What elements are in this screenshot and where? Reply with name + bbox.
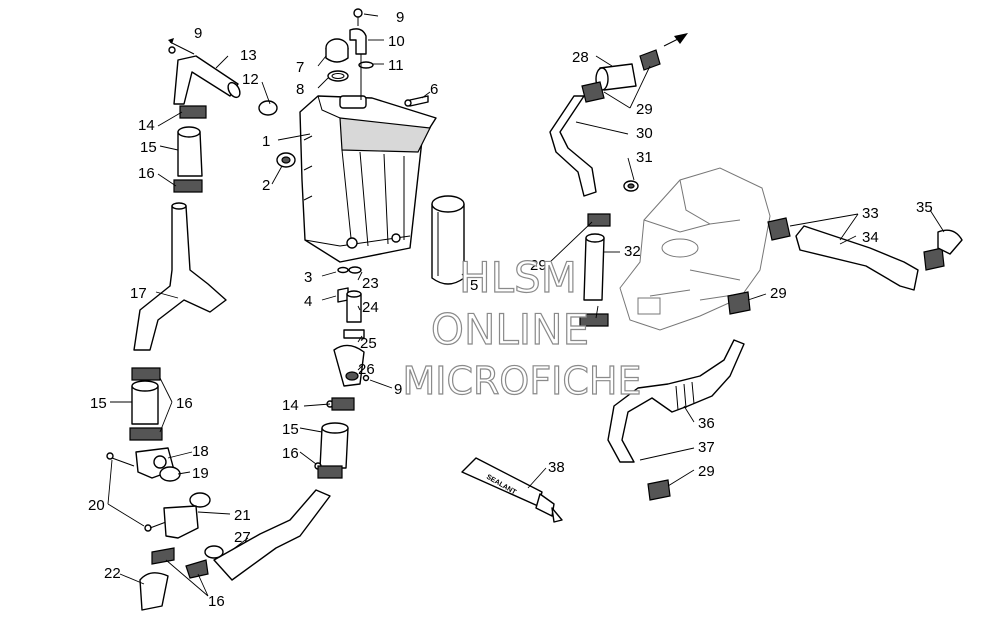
hose-part-30 — [549, 95, 597, 197]
sealant-tube-part-38: SEALANT — [461, 457, 563, 523]
clamp-hose-clamp-parts-14-15-16 — [173, 105, 207, 193]
callout-37: 37 — [698, 439, 715, 456]
callout-15: 15 — [282, 421, 299, 438]
callout-32: 32 — [624, 243, 641, 260]
screw-part-6 — [404, 95, 429, 107]
callout-34: 34 — [862, 229, 879, 246]
clamp-part-29-lower — [647, 479, 671, 501]
hose-part-32-and-clamps-29 — [579, 213, 611, 327]
oil-reservoir-tank — [299, 95, 437, 263]
airbox-housing-reference — [619, 167, 771, 331]
callout-19: 19 — [192, 465, 209, 482]
callout-31: 31 — [636, 149, 653, 166]
callout-9: 9 — [396, 9, 404, 26]
callout-12: 12 — [242, 71, 259, 88]
callout-24: 24 — [362, 299, 379, 316]
watermark-line-1: HLSM — [459, 253, 577, 302]
watermark-line-2: ONLINE — [431, 305, 589, 354]
callout-9: 9 — [394, 381, 402, 398]
callout-16: 16 — [138, 165, 155, 182]
callout-35: 35 — [916, 199, 933, 216]
flow-arrows — [168, 33, 688, 55]
hose-part-33-34-with-clamp — [767, 217, 963, 291]
callout-numbers: 9 9 10 11 7 8 13 12 6 14 15 16 1 2 28 29… — [88, 9, 933, 610]
filler-cap-part-7 — [325, 38, 349, 82]
callout-16: 16 — [282, 445, 299, 462]
grommet-part-2 — [276, 152, 296, 168]
callout-28: 28 — [572, 49, 589, 66]
hose-part-27 — [185, 489, 331, 581]
callout-15: 15 — [140, 139, 157, 156]
callout-38: 38 — [548, 459, 565, 476]
elbow-part-22 — [139, 547, 175, 611]
callout-16: 16 — [208, 593, 225, 610]
callout-2: 2 — [262, 177, 270, 194]
callout-29: 29 — [636, 101, 653, 118]
callout-14: 14 — [282, 397, 299, 414]
callout-9: 9 — [194, 25, 202, 42]
callout-21: 21 — [234, 507, 251, 524]
watermark-line-3: MICROFICHE — [402, 359, 641, 403]
callout-15: 15 — [90, 395, 107, 412]
callout-10: 10 — [388, 33, 405, 50]
callout-26: 26 — [358, 361, 375, 378]
hose-section-parts-14-15-16-center — [314, 397, 355, 479]
callout-13: 13 — [240, 47, 257, 64]
elbow-fitting-part-10 — [349, 8, 374, 100]
callout-25: 25 — [360, 335, 377, 352]
callout-22: 22 — [104, 565, 121, 582]
callout-16: 16 — [176, 395, 193, 412]
hose-part-28-and-clamps-29 — [581, 49, 661, 103]
callout-14: 14 — [138, 117, 155, 134]
callout-20: 20 — [88, 497, 105, 514]
callout-17: 17 — [130, 285, 147, 302]
callout-29: 29 — [530, 257, 547, 274]
callout-6: 6 — [430, 81, 438, 98]
filter-element-part-5 — [431, 195, 465, 285]
callout-4: 4 — [304, 293, 312, 310]
outlet-fittings-parts-3-4-23-24-25-26 — [333, 266, 370, 387]
clamp-part-29-right — [727, 291, 751, 315]
callout-7: 7 — [296, 59, 304, 76]
callout-29: 29 — [770, 285, 787, 302]
callout-3: 3 — [304, 269, 312, 286]
callout-33: 33 — [862, 205, 879, 222]
leader-lines — [107, 13, 945, 597]
hose-and-elbow-parts-9-12-13 — [168, 46, 278, 116]
muffler-hose-part-36 — [607, 339, 745, 463]
watermark: HLSM ONLINE MICROFICHE — [402, 252, 642, 403]
callout-8: 8 — [296, 81, 304, 98]
callout-29: 29 — [698, 463, 715, 480]
callout-5: 5 — [470, 277, 478, 294]
hose-part-17 — [133, 202, 227, 351]
callout-1: 1 — [262, 133, 270, 150]
elbow-flange-parts-18-19-20-21 — [106, 447, 211, 539]
hose-section-parts-15-16 — [129, 367, 163, 441]
grommet-part-31 — [623, 180, 639, 192]
callout-23: 23 — [362, 275, 379, 292]
callout-18: 18 — [192, 443, 209, 460]
callout-30: 30 — [636, 125, 653, 142]
callout-36: 36 — [698, 415, 715, 432]
callout-27: 27 — [234, 529, 251, 546]
callout-11: 11 — [388, 57, 404, 74]
